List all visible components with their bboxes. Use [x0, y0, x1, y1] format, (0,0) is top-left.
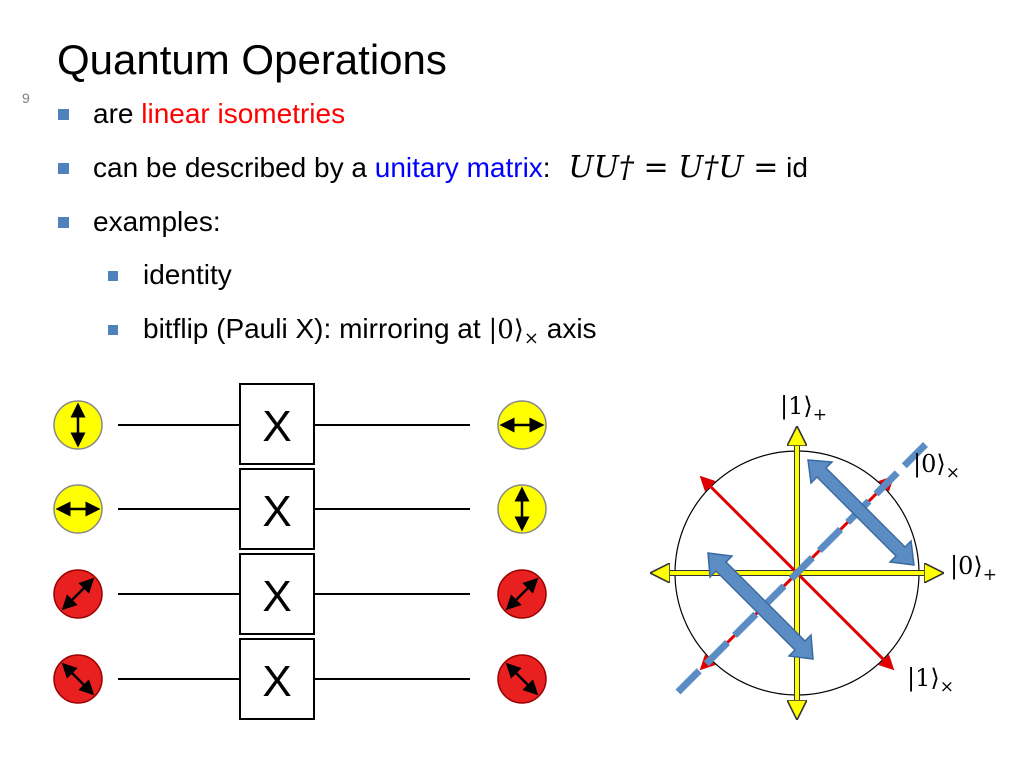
ket-subscript: × — [945, 462, 960, 483]
sub-bullet-identity: identity — [143, 259, 232, 290]
mirror-arrow-icon — [707, 552, 814, 660]
highlight-linear-isometries: linear isometries — [141, 98, 346, 129]
label-ket-1-plus: |1⟩+ — [780, 392, 827, 425]
bullet-text: are — [93, 98, 142, 129]
polarization-diagram — [660, 436, 934, 710]
x-gates — [239, 383, 315, 720]
sub-bullet-marker — [108, 271, 118, 281]
bullet-examples: examples: — [93, 206, 221, 237]
label-ket-0-times: |0⟩× — [913, 450, 960, 483]
ket-symbol: |0⟩ — [950, 552, 983, 580]
colon: : — [542, 152, 551, 183]
sub-bullet-bitflip: bitflip (Pauli X): mirroring at |0⟩× axi… — [143, 311, 597, 357]
bullet-text: can be described by a — [93, 152, 375, 183]
bullet-marker — [58, 217, 69, 228]
ket-symbol: |0⟩ — [488, 315, 524, 345]
ket-symbol: |1⟩ — [907, 664, 940, 692]
label-ket-1-times: |1⟩× — [907, 664, 954, 697]
x-gate-label: X — [262, 657, 291, 706]
bullet-marker — [58, 109, 69, 120]
mirror-axis — [675, 435, 935, 695]
ket-symbol: |1⟩ — [780, 392, 813, 420]
circuit-wires — [118, 424, 470, 680]
bullet-marker — [58, 163, 69, 174]
bullet-unitary-matrix: can be described by a unitary matrix: UU… — [93, 150, 808, 186]
mirror-arrow-icon — [807, 459, 915, 566]
bullet-linear-isometries: are linear isometries — [93, 96, 345, 132]
ket-symbol: |0⟩ — [913, 450, 946, 478]
x-gate-label: X — [262, 402, 291, 451]
ket-zero-times: |0⟩× — [488, 315, 539, 349]
bullet-text: axis — [538, 313, 597, 344]
ket-subscript: + — [812, 404, 827, 425]
ket-subscript: × — [939, 676, 954, 697]
label-ket-0-plus: |0⟩+ — [950, 552, 997, 585]
state-circles — [53, 400, 547, 704]
bullet-text: bitflip (Pauli X): mirroring at — [143, 313, 489, 344]
formula-id: id — [778, 152, 808, 183]
x-gate-label: X — [262, 487, 291, 536]
slide-number: 9 — [22, 90, 30, 106]
ket-subscript: × — [523, 328, 539, 350]
x-gate-label: X — [262, 572, 291, 621]
slide-title: Quantum Operations — [57, 36, 447, 83]
ket-subscript: + — [982, 564, 997, 585]
highlight-unitary-matrix: unitary matrix — [374, 152, 543, 183]
sub-bullet-marker — [108, 325, 118, 335]
unitary-formula: UU† = U†U = — [568, 150, 779, 185]
